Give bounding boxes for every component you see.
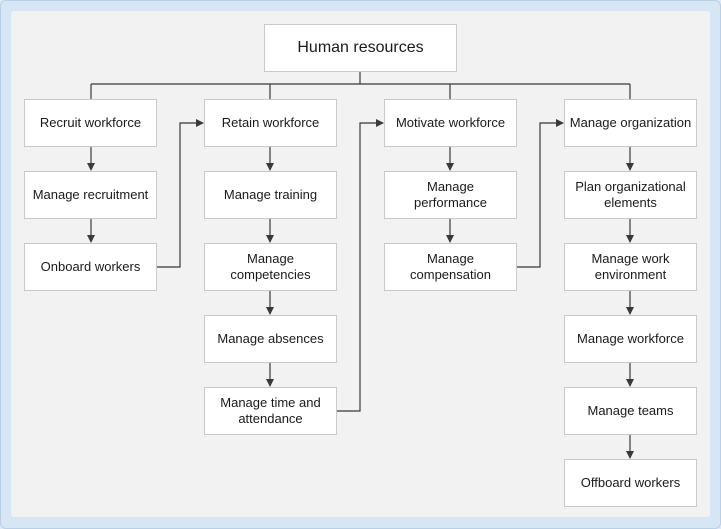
node-manage-work-environment: Manage work environment	[564, 243, 697, 291]
node-plan-organizational-elements: Plan organizational elements	[564, 171, 697, 219]
node-manage-teams: Manage teams	[564, 387, 697, 435]
node-human-resources: Human resources	[264, 24, 457, 72]
node-recruit-workforce: Recruit workforce	[24, 99, 157, 147]
connector-arrow	[337, 119, 384, 412]
node-manage-absences: Manage absences	[204, 315, 337, 363]
node-manage-compensation: Manage compensation	[384, 243, 517, 291]
connector-arrow	[517, 119, 564, 268]
root-connector	[90, 72, 631, 99]
node-onboard-workers: Onboard workers	[24, 243, 157, 291]
node-manage-competencies: Manage competencies	[204, 243, 337, 291]
node-manage-training: Manage training	[204, 171, 337, 219]
node-manage-time-and-attendance: Manage time and attendance	[204, 387, 337, 435]
node-retain-workforce: Retain workforce	[204, 99, 337, 147]
node-manage-performance: Manage performance	[384, 171, 517, 219]
connector-arrow	[157, 119, 204, 268]
node-manage-workforce: Manage workforce	[564, 315, 697, 363]
node-offboard-workers: Offboard workers	[564, 459, 697, 507]
node-motivate-workforce: Motivate workforce	[384, 99, 517, 147]
node-manage-organization: Manage organization	[564, 99, 697, 147]
node-manage-recruitment: Manage recruitment	[24, 171, 157, 219]
